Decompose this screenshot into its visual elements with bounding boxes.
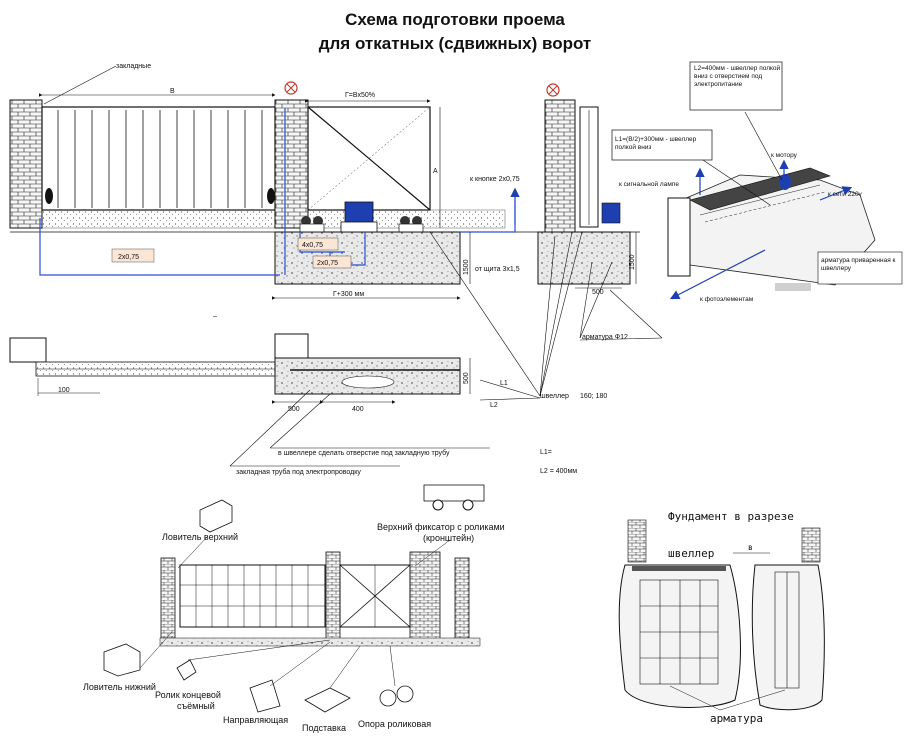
side-width-500: 500: [592, 289, 604, 296]
motor-3d-icon: [779, 174, 791, 190]
components-diagram: Ловитель верхний Верхний фиксатор с роли…: [83, 484, 505, 733]
side-motor-icon: [601, 202, 621, 224]
cable-2x075-left: 2х0,75: [118, 254, 139, 261]
top-elevation: В Г=Вх50% А закладные 2х0,75 4х0,75 2х0,…: [9, 63, 640, 320]
gate-leaf: [41, 106, 276, 211]
dash-mark: –: [213, 313, 217, 320]
foundation-dim-v: в: [748, 543, 753, 552]
ground-strip: [9, 209, 506, 229]
panel-cable-label: от щита 3х1,5: [475, 266, 520, 273]
comp-gate-panel: [179, 564, 326, 628]
dim-A: А: [433, 168, 438, 175]
plan-L2-eq: L2 = 400мм: [540, 468, 577, 475]
comp-pillar-2: [325, 551, 341, 641]
left-pillar: [9, 99, 43, 229]
title-line-2: для откатных (сдвижных) ворот: [318, 34, 592, 53]
plan-pillar-left: [9, 337, 47, 363]
comp-pillar-4: [454, 557, 470, 639]
upper-catcher-label: Ловитель верхний: [162, 532, 238, 542]
to-photo-label: к фотоэлементам: [700, 296, 754, 303]
plan-view: 100 500 500 400 L1 L2 швеллер 160; 180 а…: [9, 231, 663, 476]
plan-L1-eq: L1=: [540, 449, 552, 456]
roller-support-comp-icon: [379, 689, 397, 707]
upper-catcher-icon: [199, 499, 233, 533]
plan-dim-500-right: 500: [463, 372, 470, 384]
comp-pillar-3: [409, 551, 441, 641]
stand-label: Подставка: [302, 723, 346, 733]
to-mains-label: к сети 220v: [828, 191, 863, 198]
plan-L2: L2: [490, 402, 498, 409]
side-depth-1500: 1500: [629, 254, 636, 270]
foundation-channel: швеллер: [668, 547, 714, 560]
lower-catcher-icon: [103, 643, 141, 677]
side-foundation: [537, 231, 631, 285]
foundation-rebar: арматура: [710, 712, 763, 725]
guide-label: Направляющая: [223, 715, 288, 725]
title-line-1: Схема подготовки проема: [345, 10, 565, 29]
plan-hole-note: в швеллере сделать отверстие под закладн…: [278, 449, 450, 457]
guide-icon: [249, 679, 281, 713]
motor-icon: [344, 201, 374, 225]
end-roller-label-2: съёмный: [177, 701, 215, 711]
cable-4x075: 4х0,75: [302, 242, 323, 249]
middle-pillar: [274, 99, 309, 229]
foundation-pit-right: [751, 564, 825, 711]
foundation-title: Фундамент в разрезе: [668, 510, 794, 523]
plan-rebar: арматура Ф12: [582, 334, 628, 341]
roller-support-label: Опора роликовая: [358, 719, 431, 729]
end-roller-label-1: Ролик концевой: [155, 690, 221, 700]
plan-L1: L1: [500, 380, 508, 387]
to-motor-label: к мотору: [771, 152, 798, 159]
upper-clamp-label-2: (кронштейн): [423, 533, 474, 543]
depth-1500: 1500: [463, 259, 470, 275]
plan-dim-100: 100: [58, 387, 70, 394]
catcher-right: [267, 188, 275, 204]
upper-clamp-icon: [423, 484, 485, 502]
upper-clamp-label-1: Верхний фиксатор с роликами: [377, 522, 505, 532]
dim-B: В: [170, 88, 175, 95]
plan-dim-500: 500: [288, 406, 300, 413]
gray-marker: [775, 283, 811, 291]
catcher-left: [45, 188, 53, 204]
plan-channel: швеллер: [540, 393, 569, 400]
plan-channel-sizes: 160; 180: [580, 393, 607, 400]
foundation-section: Фундамент в разрезе в швеллер арматура: [618, 510, 825, 725]
side-pillar: [544, 99, 576, 233]
lower-catcher-label: Ловитель нижний: [83, 682, 156, 692]
cable-2x075-mid: 2х0,75: [317, 260, 338, 267]
end-roller-icon: [176, 659, 197, 681]
dim-gamma-plus: Г+300 мм: [333, 291, 364, 298]
stand-icon: [304, 687, 351, 713]
plan-pillar-mid: [274, 333, 309, 359]
channel-section: [632, 566, 726, 571]
plan-pipe-note: закладная труба под электропроводку: [236, 468, 361, 476]
button-cable-label: к кнопке 2х0,75: [470, 176, 520, 183]
plan-dim-400: 400: [352, 406, 364, 413]
comp-pillar-1: [160, 557, 176, 639]
embeds-label: закладные: [116, 63, 151, 70]
dim-gamma: Г=Вх50%: [345, 92, 375, 99]
to-lamp-label: к сигнальной лампе: [619, 180, 679, 188]
post-3d: [667, 197, 691, 277]
